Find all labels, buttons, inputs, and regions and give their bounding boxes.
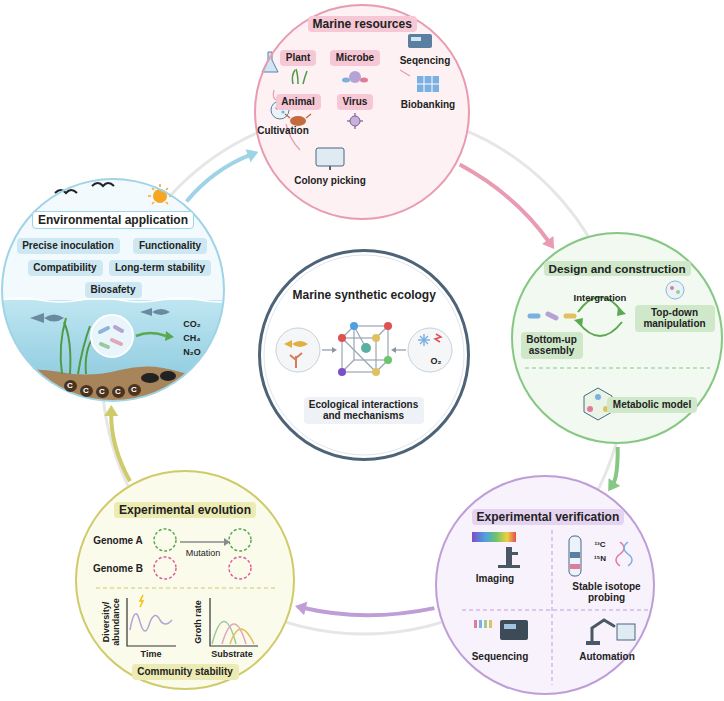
pill-text: Plant xyxy=(285,52,311,64)
cycle-arrow-line xyxy=(613,447,618,485)
cycle-arrow xyxy=(608,447,620,491)
pill-text: Community stability xyxy=(137,666,234,678)
carbon-mark: C xyxy=(64,380,77,392)
text-label: Groth rate xyxy=(193,599,203,644)
arrow-head xyxy=(104,405,118,416)
application-circle: Environmental applicationPrecise inocula… xyxy=(1,178,225,402)
circle-heading: Environmental application xyxy=(32,211,194,229)
circle-heading: Marine resources xyxy=(308,16,417,32)
text-label: Genome B xyxy=(92,563,144,574)
pill-text: Virus xyxy=(342,96,368,108)
text-label: Intergration xyxy=(573,293,627,303)
cycle-arrow-line xyxy=(460,165,550,243)
text-label: Genome A xyxy=(93,535,144,546)
text-label: Automation xyxy=(579,651,636,662)
arrow-head xyxy=(608,478,620,491)
text-label: Diversity/ abundance xyxy=(102,596,122,648)
cycle-arrow xyxy=(295,602,434,616)
cycle-arrow-line xyxy=(187,155,251,202)
pill-text: Precise inoculation xyxy=(22,240,115,252)
label-pill: Bottom-up assembly xyxy=(521,332,583,359)
label-pill: Animal xyxy=(276,94,321,110)
text-label: N₂O xyxy=(183,348,202,358)
arrow-head xyxy=(246,149,259,162)
text-label: Time xyxy=(140,650,162,660)
pill-text: Long-term stability xyxy=(114,262,206,274)
pill-text: Top-down manipulation xyxy=(640,307,710,330)
label-pill: Plant xyxy=(280,50,316,66)
carbon-mark: C xyxy=(80,385,93,397)
text-label: CO₂ xyxy=(183,320,202,330)
label-pill: Ecological interactions and mechanisms xyxy=(304,397,424,424)
label-pill: Microbe xyxy=(330,50,380,66)
circle-heading: Design and construction xyxy=(544,261,691,276)
label-pill: Top-down manipulation xyxy=(635,305,715,332)
pill-text: Functionality xyxy=(138,240,202,252)
label-pill: Compatibility xyxy=(28,260,103,276)
text-label: Substrate xyxy=(211,650,254,660)
label-pill: Functionality xyxy=(133,238,207,254)
label-pill: Community stability xyxy=(132,664,239,680)
arrow-head xyxy=(542,236,554,249)
cycle-arrow-line xyxy=(303,608,435,615)
text-label: O₂ xyxy=(430,357,442,367)
label-pill: Virus xyxy=(337,94,373,110)
cycle-arrow xyxy=(104,405,130,481)
label-pill: Biosafety xyxy=(85,282,142,298)
pill-text: Ecological interactions and mechanisms xyxy=(309,399,419,422)
resource-circle: Marine resourcesPlant MicrobeAnimal Virus xyxy=(254,4,470,220)
core-circle: Marine synthetic ecologyEcological inter… xyxy=(258,249,470,461)
pill-text: Compatibility xyxy=(33,262,98,274)
pill-text: Biosafety xyxy=(90,284,137,296)
pill-text: Metabolic model xyxy=(612,399,692,411)
pill-text: Bottom-up assembly xyxy=(526,334,578,357)
text-label: Sequencing xyxy=(471,651,529,662)
text-label: Imaging xyxy=(475,573,515,584)
pill-text: Animal xyxy=(281,96,316,108)
circle-heading: Experimental verification xyxy=(472,509,625,525)
circle-heading: Marine synthetic ecology xyxy=(288,287,441,303)
text-label: Colony picking xyxy=(294,175,367,186)
design-circle: Design and constructionBottom-up assembl… xyxy=(511,232,723,444)
cycle-arrow xyxy=(187,149,259,201)
carbon-mark: C xyxy=(112,386,125,398)
text-label: Cultivation xyxy=(257,125,310,136)
text-label: ¹³C xyxy=(594,541,607,550)
text-label: Seqencing xyxy=(399,55,451,66)
evolution-circle: Experimental evolutionCommunity stabilit… xyxy=(75,470,295,690)
text-label: Mutation xyxy=(185,549,221,559)
carbon-mark: C xyxy=(96,386,109,398)
label-pill: Metabolic model xyxy=(607,397,697,413)
text-label: CH₄ xyxy=(183,334,202,344)
text-label: Stable isotope probing xyxy=(563,581,651,603)
text-label: Biobanking xyxy=(400,99,456,110)
circle-heading: Experimental evolution xyxy=(114,502,256,518)
text-label: ¹⁵N xyxy=(593,555,607,564)
cycle-arrow-line xyxy=(111,413,130,481)
pill-text: Microbe xyxy=(335,52,375,64)
cycle-arrow xyxy=(460,165,554,249)
arrow-head xyxy=(295,602,307,616)
label-pill: Precise inoculation xyxy=(17,238,120,254)
carbon-mark: C xyxy=(128,384,141,396)
label-pill: Long-term stability xyxy=(109,260,211,276)
